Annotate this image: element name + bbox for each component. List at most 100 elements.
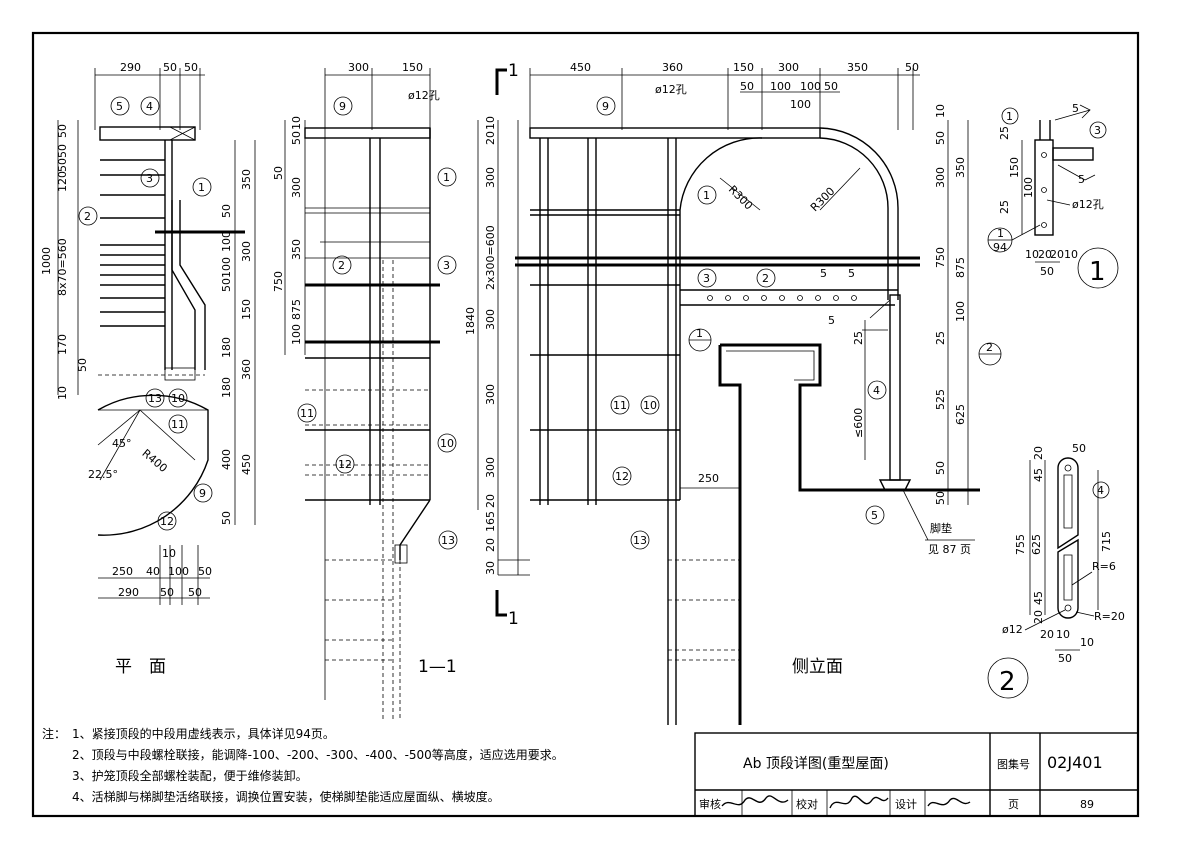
side-dim-top-3: 150 xyxy=(733,61,754,74)
plan-dim-right-6: 50 xyxy=(220,278,233,292)
section-hole: ø12孔 xyxy=(408,89,440,102)
side-dim-right-7: 100 xyxy=(954,301,967,322)
side-radius-1: R300 xyxy=(726,183,755,212)
side-dim-left-9: 165 xyxy=(484,511,497,532)
side-dim-top-2: 360 xyxy=(662,61,683,74)
section-dim-left-6: 750 xyxy=(272,271,285,292)
plan-dim-right-9: 360 xyxy=(240,359,253,380)
side-pad-ref: 见 87 页 xyxy=(928,543,971,556)
section-callout-2: 2 xyxy=(338,259,345,272)
side-weld-1: 5 xyxy=(820,267,827,280)
note-1: 1、紧接顶段的中段用虚线表示，具体详见94页。 xyxy=(72,726,335,741)
title-block-atlas-label: 图集号 xyxy=(997,757,1030,771)
side-dim-left-6: 300 xyxy=(484,384,497,405)
plan-dim-left-3: 50 xyxy=(56,158,69,172)
title-block-review: 审核 xyxy=(699,797,721,811)
detail1-hole: ø12孔 xyxy=(1072,198,1104,211)
detail1-dim-2: 150 xyxy=(1008,157,1021,178)
plan-dim-left-9: 10 xyxy=(56,386,69,400)
plan-dim-bot-5: 50 xyxy=(198,565,212,578)
title-block-page-label: 页 xyxy=(1008,798,1019,811)
side-callout-2: 2 xyxy=(762,272,769,285)
section-dim-top-2: 150 xyxy=(402,61,423,74)
side-dim-left-3: 300 xyxy=(484,167,497,188)
plan-dim-bot-3: 10 xyxy=(162,547,176,560)
side-weld-25: 25 xyxy=(852,331,865,345)
side-dim-right-5: 750 xyxy=(934,247,947,268)
side-dim-right-11: 50 xyxy=(934,461,947,475)
side-dim-left-7: 300 xyxy=(484,457,497,478)
title-block: Ab 顶段详图(重型屋面) 图集号 02J401 审核 校对 设计 页 89 xyxy=(694,732,1139,817)
side-section-mark-bottom: 1 xyxy=(508,609,519,629)
notes: 注： 1、紧接顶段的中段用虚线表示，具体详见94页。 2、顶段与中段螺栓联接，能… xyxy=(42,726,564,804)
plan-callouts: 5 4 3 1 2 13 10 11 9 12 xyxy=(78,96,213,531)
detail1-ref-top: 1 xyxy=(997,227,1004,240)
side-bolt-holes xyxy=(707,295,857,301)
note-2: 2、顶段与中段螺栓联接，能调降-100、-200、-300、-400、-500等… xyxy=(72,747,564,762)
plan-dim-bot-2: 40 xyxy=(146,565,160,578)
plan-dim-bot-1: 250 xyxy=(112,565,133,578)
side-callouts: 9 1 2 3 4 5 10 11 12 13 xyxy=(596,96,887,550)
section-callout-9: 9 xyxy=(339,100,346,113)
detail2-dim-2: 45 xyxy=(1032,468,1045,482)
side-dim-top-6: 50 xyxy=(905,61,919,74)
plan-dim-right-2: 50 xyxy=(220,204,233,218)
sheet-frame xyxy=(31,31,1140,818)
side-dim-right-10: 625 xyxy=(954,404,967,425)
plan-callout-2: 2 xyxy=(84,210,91,223)
section-dim-left-1: 10 xyxy=(290,116,303,130)
side-callout-1: 1 xyxy=(703,189,710,202)
side-callout-4: 4 xyxy=(873,384,880,397)
detail1-weld-1: 5 xyxy=(1072,102,1079,115)
plan-dim-right-7: 150 xyxy=(240,299,253,320)
signature-check xyxy=(829,795,889,809)
side-detail-mark-2: 2 xyxy=(986,341,993,354)
plan-rungs xyxy=(100,159,165,327)
title-block-page-no: 89 xyxy=(1080,798,1094,811)
notes-prefix: 注： xyxy=(42,726,66,741)
title-block-check: 校对 xyxy=(796,797,818,811)
plan-callout-1: 1 xyxy=(198,181,205,194)
side-dim-top-5: 350 xyxy=(847,61,868,74)
side-callout-3: 3 xyxy=(703,272,710,285)
plan-callout-9: 9 xyxy=(199,487,206,500)
section-dim-left-8: 100 xyxy=(290,324,303,345)
side-callout-9: 9 xyxy=(602,100,609,113)
side-dim-right-9: 525 xyxy=(934,389,947,410)
detail1-dim-4: 25 xyxy=(998,200,1011,214)
plan-callout-3: 3 xyxy=(146,172,153,185)
side-view-title: 侧立面 xyxy=(792,657,843,677)
plan-dim-left-5: 8x70=560 xyxy=(56,238,69,296)
side-dim-right-6: 875 xyxy=(954,257,967,278)
detail2-dim-8: 20 xyxy=(1032,610,1045,624)
plan-dim-bot-4: 100 xyxy=(168,565,189,578)
plan-angle-22: 22.5° xyxy=(88,468,118,481)
side-callout-13: 13 xyxy=(633,534,647,547)
detail2-radius-2: R=20 xyxy=(1094,610,1125,623)
section-callouts: 9 1 2 3 11 10 12 13 xyxy=(297,96,458,550)
detail1-callout-1: 1 xyxy=(1006,110,1013,123)
side-dim-right-1: 10 xyxy=(934,104,947,118)
plan-dim-left-1: 50 xyxy=(56,124,69,138)
plan-dim-bot-7: 50 xyxy=(160,586,174,599)
side-dim-top2-2: 100 xyxy=(770,80,791,93)
plan-dim-right-8: 180 xyxy=(220,337,233,358)
side-dim-250: 250 xyxy=(698,472,719,485)
plan-callout-11: 11 xyxy=(171,418,185,431)
side-pad-label: 脚垫 xyxy=(930,521,952,535)
plan-dim-bot-8: 50 xyxy=(188,586,202,599)
detail1-callout-3: 3 xyxy=(1094,124,1101,137)
side-dim-left-4: 2x300=600 xyxy=(484,225,497,290)
plan-dim-top-3: 50 xyxy=(184,61,198,74)
detail-2: 20 45 50 755 625 715 45 20 20 10 10 50 R… xyxy=(987,442,1125,699)
section-view-title: 1—1 xyxy=(418,657,457,677)
section-dim-left-7: 875 xyxy=(290,299,303,320)
detail2-dim-3: 50 xyxy=(1072,442,1086,455)
plan-callout-12: 12 xyxy=(160,515,174,528)
detail2-dim-10: 10 xyxy=(1056,628,1070,641)
side-dim-right-8: 25 xyxy=(934,331,947,345)
detail1-weld-2: 5 xyxy=(1078,173,1085,186)
plan-view-title: 平 面 xyxy=(115,657,166,677)
plan-angle-45: 45° xyxy=(112,437,132,450)
